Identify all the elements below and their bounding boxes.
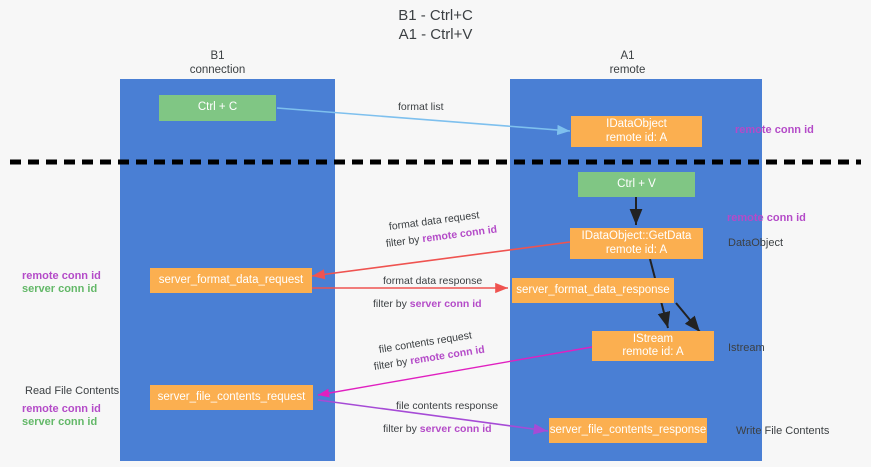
box-istream-line-2: remote id: A	[622, 346, 684, 358]
box-ctrl-v[interactable]: Ctrl + V	[578, 172, 695, 197]
box-idataobject[interactable]: IDataObject remote id: A	[571, 116, 702, 147]
column-header-a1-sub: remote	[609, 63, 646, 76]
box-server-format-data-response-label: server_format_data_response	[516, 283, 670, 296]
annotation-file-contents-response-filter-key: server conn id	[419, 423, 492, 435]
label-left-server-conn-id-2: server conn id	[22, 416, 98, 428]
box-istream[interactable]: IStream remote id: A	[592, 331, 714, 361]
annotation-file-contents-response: file contents response	[396, 400, 499, 412]
box-getdata-line-2: remote id: A	[605, 243, 668, 256]
box-ctrl-c[interactable]: Ctrl + C	[159, 95, 276, 121]
box-server-format-data-response[interactable]: server_format_data_response	[512, 278, 674, 303]
label-right-dataobject: DataObject	[728, 237, 784, 249]
box-idataobject-line-2: remote id: A	[605, 131, 668, 144]
box-istream-line-1: IStream	[632, 332, 674, 345]
column-header-b1-sub: connection	[189, 63, 246, 76]
annotation-file-contents-request-filter-prefix: filter by	[372, 355, 412, 373]
label-right-remote-conn-id-mid: remote conn id	[727, 212, 806, 224]
title-line-1: B1 - Ctrl+C	[398, 7, 473, 24]
box-server-file-contents-request[interactable]: server_file_contents_request	[150, 385, 313, 410]
column-header-b1: B1 connection	[150, 50, 285, 77]
box-ctrl-v-label: Ctrl + V	[617, 177, 656, 190]
annotation-format-data-response-filter-key: server conn id	[409, 298, 482, 310]
annotation-format-list: format list	[398, 101, 444, 113]
label-right-write-file-contents: Write File Contents	[736, 425, 830, 437]
label-left-server-conn-id-1: server conn id	[22, 283, 98, 295]
box-server-format-data-request-label: server_format_data_request	[158, 273, 304, 286]
box-server-format-data-request[interactable]: server_format_data_request	[150, 268, 312, 293]
label-right-istream: Istream	[728, 342, 765, 354]
box-server-file-contents-response[interactable]: server_file_contents_response	[549, 418, 707, 443]
annotation-format-data-request-filter-prefix: filter by	[385, 233, 424, 250]
label-right-remote-conn-id-top: remote conn id	[735, 124, 814, 136]
box-idataobject-getdata[interactable]: IDataObject::GetData remote id: A	[570, 228, 703, 259]
diagram-title: B1 - Ctrl+C A1 - Ctrl+V	[0, 6, 871, 44]
box-getdata-line-1: IDataObject::GetData	[581, 230, 692, 242]
label-left-remote-conn-id-1: remote conn id	[22, 270, 101, 282]
annotation-file-contents-response-filter-prefix: filter by	[383, 423, 420, 435]
box-server-file-contents-request-label: server_file_contents_request	[157, 390, 306, 403]
label-left-remote-conn-id-2: remote conn id	[22, 403, 101, 415]
annotation-format-data-response-filter: filter by server conn id	[373, 298, 482, 311]
annotation-format-data-response: format data response	[383, 275, 483, 287]
column-header-a1-name: A1	[620, 50, 635, 62]
annotation-format-data-response-filter-prefix: filter by	[373, 298, 410, 310]
box-idataobject-line-1: IDataObject	[606, 118, 667, 130]
box-server-file-contents-response-label: server_file_contents_response	[549, 423, 707, 436]
label-left-read-file-contents: Read File Contents	[25, 385, 120, 397]
column-header-a1: A1 remote	[560, 50, 695, 77]
box-ctrl-c-label: Ctrl + C	[197, 101, 238, 114]
title-line-2: A1 - Ctrl+V	[398, 26, 473, 43]
annotation-file-contents-response-filter: filter by server conn id	[383, 423, 492, 436]
column-header-b1-name: B1	[210, 50, 225, 62]
